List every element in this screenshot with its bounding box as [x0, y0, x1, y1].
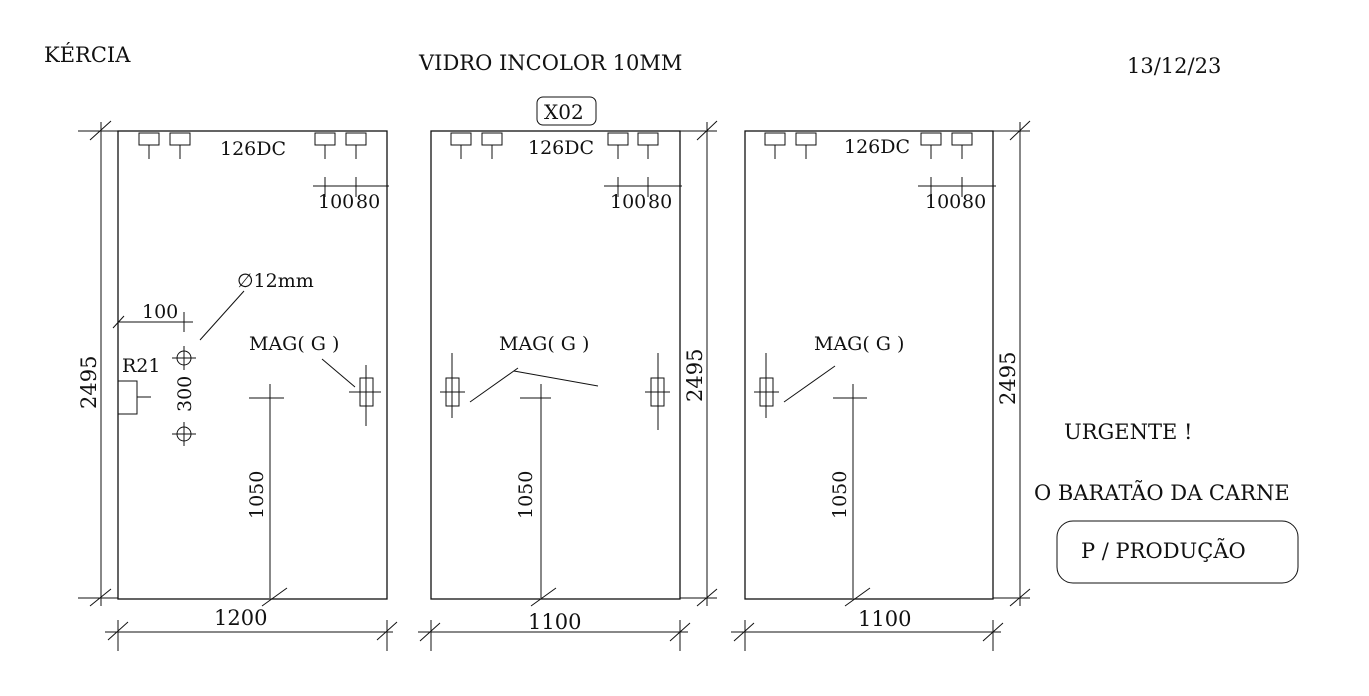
handle-height-dimension [249, 384, 288, 607]
magnet-icon [645, 353, 670, 430]
height-dimension [993, 120, 1031, 607]
handle-height-label: 1050 [515, 471, 537, 519]
notch-icon [118, 380, 151, 415]
height-label: 2495 [996, 352, 1020, 405]
width-label: 1100 [528, 610, 581, 634]
panel-3: 126DC 100 80 MAG( G ) 1050 2495 1100 [731, 120, 1031, 651]
panel-outline [744, 130, 994, 600]
leader-line [199, 290, 245, 341]
panel-2: X02 126DC 100 80 MAG( G ) 1050 2495 1100 [418, 96, 718, 651]
handle-height-dimension [520, 384, 557, 607]
panel-tag: X02 [544, 100, 584, 124]
offset-dimension-line [604, 177, 682, 197]
leader-line [783, 365, 836, 403]
offset-a-label: 100 [610, 191, 646, 213]
width-label: 1100 [858, 607, 911, 631]
panel-1: 126DC 100 80 ∅12mm 100 300 R21 MAG( G ) [77, 120, 398, 651]
material-title: VIDRO INCOLOR 10MM [418, 51, 682, 75]
offset-dimension-line [918, 177, 996, 197]
hole-icons [172, 346, 196, 446]
handle-height-dimension [833, 384, 871, 607]
offset-a-label: 100 [318, 191, 354, 213]
production-stamp: P / PRODUÇÃO [1081, 539, 1246, 563]
hole-edge-offset-label: 100 [142, 301, 178, 323]
top-hinge-icons [450, 132, 659, 159]
width-dimension [418, 620, 691, 651]
production-stamp-box [1056, 520, 1299, 584]
offset-a-label: 100 [925, 191, 961, 213]
panel-outline [430, 130, 681, 600]
magnet-label: MAG( G ) [499, 333, 589, 355]
customer-name: O BARATÃO DA CARNE [1034, 481, 1290, 505]
offset-b-label: 80 [356, 191, 380, 213]
top-hardware-label: 126DC [844, 136, 910, 158]
top-hardware-label: 126DC [528, 137, 594, 159]
offset-b-label: 80 [962, 191, 986, 213]
height-dimension [78, 120, 118, 607]
top-hinge-icons [764, 132, 973, 159]
edge-offset-dimension [112, 312, 193, 332]
magnet-label: MAG( G ) [249, 333, 339, 355]
magnet-icon [754, 353, 779, 418]
offset-dimension-line [313, 177, 389, 197]
client-name: KÉRCIA [44, 43, 131, 67]
handle-height-label: 1050 [829, 471, 851, 519]
magnet-label: MAG( G ) [814, 333, 904, 355]
urgent-note: URGENTE ! [1064, 420, 1192, 444]
top-hinge-icons [138, 132, 367, 159]
panel-tag-box [536, 96, 597, 126]
magnet-icon [349, 365, 381, 426]
height-label: 2495 [77, 356, 101, 409]
handle-height-label: 1050 [246, 471, 268, 519]
leader-line [469, 367, 599, 403]
width-dimension [731, 620, 1004, 651]
width-label: 1200 [214, 606, 267, 630]
height-label: 2495 [683, 349, 707, 402]
offset-b-label: 80 [648, 191, 672, 213]
drawing-date: 13/12/23 [1127, 54, 1221, 78]
height-dimension [680, 120, 718, 607]
magnet-icon [440, 353, 465, 418]
hole-spacing-label: 300 [174, 376, 196, 412]
panel-outline [117, 130, 388, 600]
top-hardware-label: 126DC [220, 138, 286, 160]
width-dimension [105, 620, 398, 651]
hole-diameter-label: ∅12mm [237, 270, 314, 292]
notch-label: R21 [122, 355, 160, 377]
leader-line [321, 358, 356, 388]
